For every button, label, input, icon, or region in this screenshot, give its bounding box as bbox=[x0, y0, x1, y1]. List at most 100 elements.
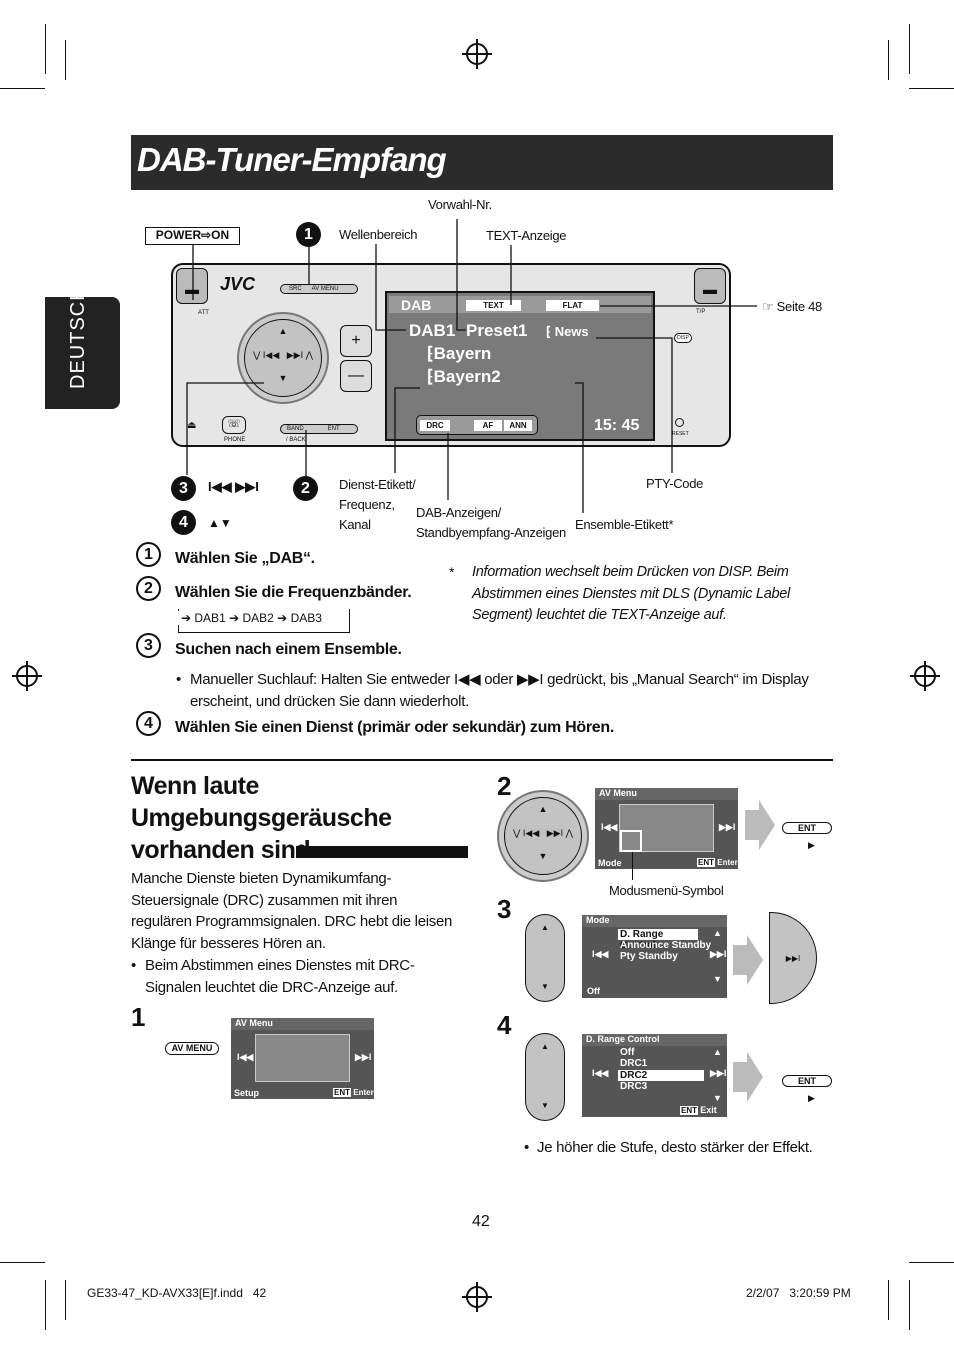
phone-button[interactable]: ☏ bbox=[222, 416, 246, 434]
registration-mark bbox=[910, 661, 940, 691]
dial-edge-3[interactable]: ▲▼ bbox=[525, 914, 565, 1002]
av-menu-button[interactable]: AV MENU bbox=[165, 1042, 219, 1055]
section-bullet-dot: • bbox=[131, 957, 136, 974]
power-label: POWER⇨ON bbox=[145, 227, 240, 245]
callout-dienst: Dienst-Etikett/ Frequenz, Kanal bbox=[339, 477, 416, 532]
crop-mark bbox=[909, 88, 954, 89]
callout-wellenbereich: Wellenbereich bbox=[339, 227, 418, 242]
divider bbox=[131, 759, 833, 761]
ent-button-4[interactable]: ENT bbox=[782, 1075, 832, 1087]
crop-mark bbox=[65, 40, 66, 80]
footnote-star: * bbox=[449, 564, 455, 580]
display-clock: 15: 45 bbox=[594, 417, 640, 434]
display-drc: DRC bbox=[420, 420, 450, 431]
arrow-right-icon bbox=[733, 1052, 763, 1102]
display-dab: DAB bbox=[401, 297, 432, 313]
arrow-right-icon bbox=[745, 800, 775, 850]
step-2-text: Wählen Sie die Frequenzbänder. bbox=[175, 584, 412, 601]
reset-button[interactable] bbox=[675, 418, 684, 427]
dial-side-3[interactable]: ▶▶I bbox=[769, 912, 817, 1004]
mode-icon-pointer bbox=[632, 852, 633, 880]
dial-inner[interactable]: ▲⋁ I◀◀ ▶▶I ⋀▼ bbox=[244, 319, 322, 397]
step-3-marker: 3 bbox=[171, 476, 196, 501]
sec-step-3: 3 bbox=[497, 894, 512, 924]
power-button[interactable]: ▬ bbox=[176, 268, 208, 304]
display-service-line: ⁅Bayern bbox=[427, 344, 492, 363]
crop-mark bbox=[65, 1280, 66, 1320]
disp-button[interactable]: DISP bbox=[674, 333, 692, 343]
registration-mark bbox=[12, 661, 42, 691]
play-icon: ▶ bbox=[808, 840, 815, 850]
section-bullet: Beim Abstimmen eines Dienstes mit DRC-Si… bbox=[145, 957, 415, 996]
av-menu-screen-2: AV Menu I◀◀ ▶▶I Mode ENT Enter bbox=[595, 788, 738, 869]
callout-ensemble: Ensemble-Etikett* bbox=[575, 517, 674, 532]
step-4-text: Wählen Sie einen Dienst (primär oder sek… bbox=[175, 719, 614, 736]
step-4-marker: 4 bbox=[171, 510, 196, 535]
crop-mark bbox=[888, 1280, 889, 1320]
crop-mark bbox=[909, 1280, 910, 1330]
section-paragraph: Manche Dienste bieten Dynamikumfang-Steu… bbox=[131, 870, 453, 952]
display-ensemble-line: ⁅Bayern2 bbox=[427, 367, 501, 386]
sec-step-4: 4 bbox=[497, 1010, 512, 1040]
page-title: DAB-Tuner-Empfang bbox=[137, 141, 447, 178]
callout-seite: ☞ Seite 48 bbox=[762, 299, 822, 314]
crop-mark bbox=[45, 1280, 46, 1330]
updown-icons: ▲▼ bbox=[208, 516, 232, 530]
step-2-number: 2 bbox=[136, 576, 161, 601]
display-band: DAB1 bbox=[409, 321, 456, 340]
footer-date: 2/2/07 3:20:59 PM bbox=[746, 1286, 851, 1300]
display-preset: Preset1 bbox=[466, 321, 528, 340]
step-3-bullet-dot: • bbox=[176, 671, 181, 688]
tp-label: T/P bbox=[696, 309, 706, 315]
dial-edge-4[interactable]: ▲▼ bbox=[525, 1033, 565, 1121]
step-3-bullet: Manueller Suchlauf: Halten Sie entweder … bbox=[190, 671, 809, 710]
callout-vorwahl: Vorwahl-Nr. bbox=[428, 197, 492, 212]
step-4-number: 4 bbox=[136, 711, 161, 736]
band-cycle: ➔ DAB1 ➔ DAB2 ➔ DAB3 bbox=[178, 609, 350, 633]
display-af: AF bbox=[474, 420, 502, 431]
registration-mark bbox=[462, 39, 492, 69]
crop-mark bbox=[909, 1262, 954, 1263]
mode-screen: Mode D. Range Control Announce Standby P… bbox=[582, 915, 727, 998]
mode-icon-caption: Modusmenü-Symbol bbox=[609, 883, 724, 898]
dial-2-inner[interactable]: ▲⋁ I◀◀ ▶▶I ⋀▼ bbox=[504, 797, 582, 875]
reset-label: RESET bbox=[672, 431, 689, 437]
section-heading: Wenn laute Umgebungsgeräusche vorhanden … bbox=[131, 772, 392, 864]
sec-step-2: 2 bbox=[497, 771, 512, 801]
step-1-text: Wählen Sie „DAB“. bbox=[175, 550, 315, 567]
heading-bar bbox=[296, 846, 468, 858]
step-2-marker: 2 bbox=[293, 476, 318, 501]
footer-file: GE33-47_KD-AVX33[E]f.indd 42 bbox=[87, 1286, 267, 1300]
step-3-text: Suchen nach einem Ensemble. bbox=[175, 641, 402, 658]
callout-pty: PTY-Code bbox=[646, 476, 704, 491]
eject-icon: ⏏ bbox=[187, 420, 197, 431]
sec-step-1: 1 bbox=[131, 1002, 146, 1032]
arrow-right-icon bbox=[733, 935, 763, 985]
crop-mark bbox=[909, 24, 910, 74]
callout-text-anzeige: TEXT-Anzeige bbox=[486, 228, 567, 243]
crop-mark bbox=[0, 1262, 45, 1263]
footnote: Information wechselt beim Drücken von DI… bbox=[472, 564, 790, 623]
eject-button[interactable]: ▬ bbox=[694, 268, 726, 304]
title-bar bbox=[131, 135, 833, 190]
final-bullet-dot: • bbox=[524, 1139, 529, 1156]
brand-logo: JVC bbox=[220, 274, 256, 294]
registration-mark bbox=[462, 1282, 492, 1312]
crop-mark bbox=[45, 24, 46, 74]
volume-down-button[interactable]: — bbox=[340, 360, 372, 392]
language-tab: DEUTSCH bbox=[45, 285, 120, 409]
display-ann: ANN bbox=[504, 420, 532, 431]
ent-button[interactable]: ENT bbox=[782, 822, 832, 834]
back-label: / BACK bbox=[286, 437, 306, 443]
phone-label: PHONE bbox=[224, 437, 246, 443]
volume-up-button[interactable]: + bbox=[340, 325, 372, 357]
display-news: ⁅ News bbox=[546, 324, 589, 339]
step-3-number: 3 bbox=[136, 633, 161, 658]
av-menu-screen-1: AV Menu I◀◀ ▶▶I Setup ENT Enter bbox=[231, 1018, 374, 1099]
play-icon: ▶ bbox=[808, 1093, 815, 1103]
final-bullet: Je höher die Stufe, desto stärker der Ef… bbox=[537, 1139, 813, 1156]
display-text-indicator: TEXT bbox=[466, 300, 521, 311]
display-flat-indicator: FLAT bbox=[546, 300, 599, 311]
